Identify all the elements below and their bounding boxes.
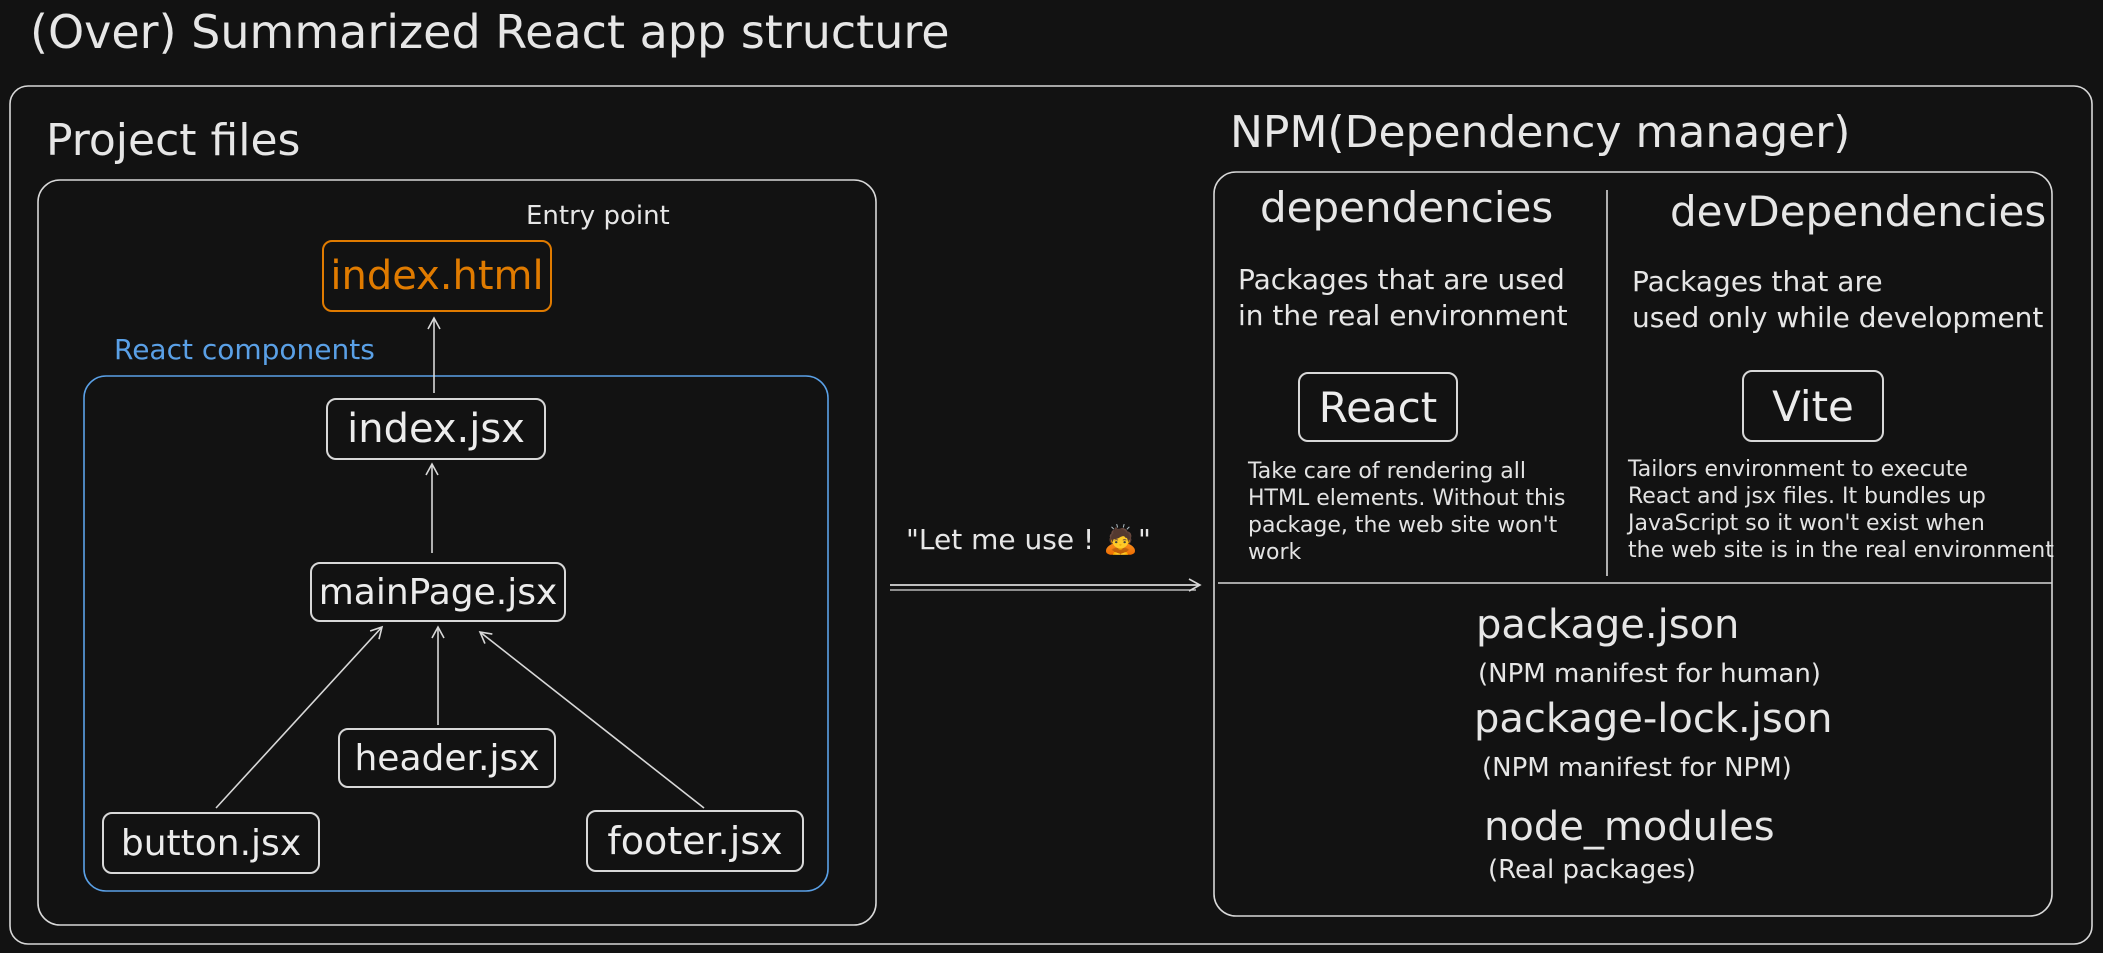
project-files-panel xyxy=(37,179,877,926)
node-modules-label: node_modules xyxy=(1484,804,1775,850)
page-title: (Over) Summarized React app structure xyxy=(30,5,950,59)
button-jsx-node: button.jsx xyxy=(102,812,320,874)
node-modules-note: (Real packages) xyxy=(1488,855,1696,885)
package-json-note: (NPM manifest for human) xyxy=(1478,659,1821,689)
mainpage-jsx-node: mainPage.jsx xyxy=(310,562,566,622)
react-package-node: React xyxy=(1298,372,1458,442)
outer-frame xyxy=(9,85,2093,945)
npm-panel xyxy=(1213,171,2053,917)
devdependencies-subtitle: Packages that are used only while develo… xyxy=(1632,265,2044,334)
dependencies-subtitle: Packages that are used in the real envir… xyxy=(1238,263,1568,332)
connector-label: "Let me use ! 🙇" xyxy=(906,523,1151,556)
entry-point-label: Entry point xyxy=(526,201,670,231)
react-description: Take care of rendering all HTML elements… xyxy=(1248,459,1566,565)
arrow-footer-to-main xyxy=(478,630,705,809)
index-html-node: index.html xyxy=(322,240,552,312)
package-json-label: package.json xyxy=(1476,602,1740,648)
npm-heading: NPM(Dependency manager) xyxy=(1230,107,1851,158)
vite-description: Tailors environment to execute React and… xyxy=(1628,457,2054,563)
package-lock-json-label: package-lock.json xyxy=(1474,696,1833,742)
index-jsx-node: index.jsx xyxy=(326,398,546,460)
arrow-button-to-main xyxy=(215,625,384,809)
react-components-group xyxy=(83,375,829,892)
project-files-heading: Project files xyxy=(46,115,301,166)
package-lock-json-note: (NPM manifest for NPM) xyxy=(1482,753,1792,783)
devdependencies-title: devDependencies xyxy=(1670,187,2047,236)
vite-package-node: Vite xyxy=(1742,370,1884,442)
footer-jsx-node: footer.jsx xyxy=(586,810,804,872)
dependencies-title: dependencies xyxy=(1260,183,1554,232)
header-jsx-node: header.jsx xyxy=(338,728,556,788)
react-components-label: React components xyxy=(114,333,375,366)
